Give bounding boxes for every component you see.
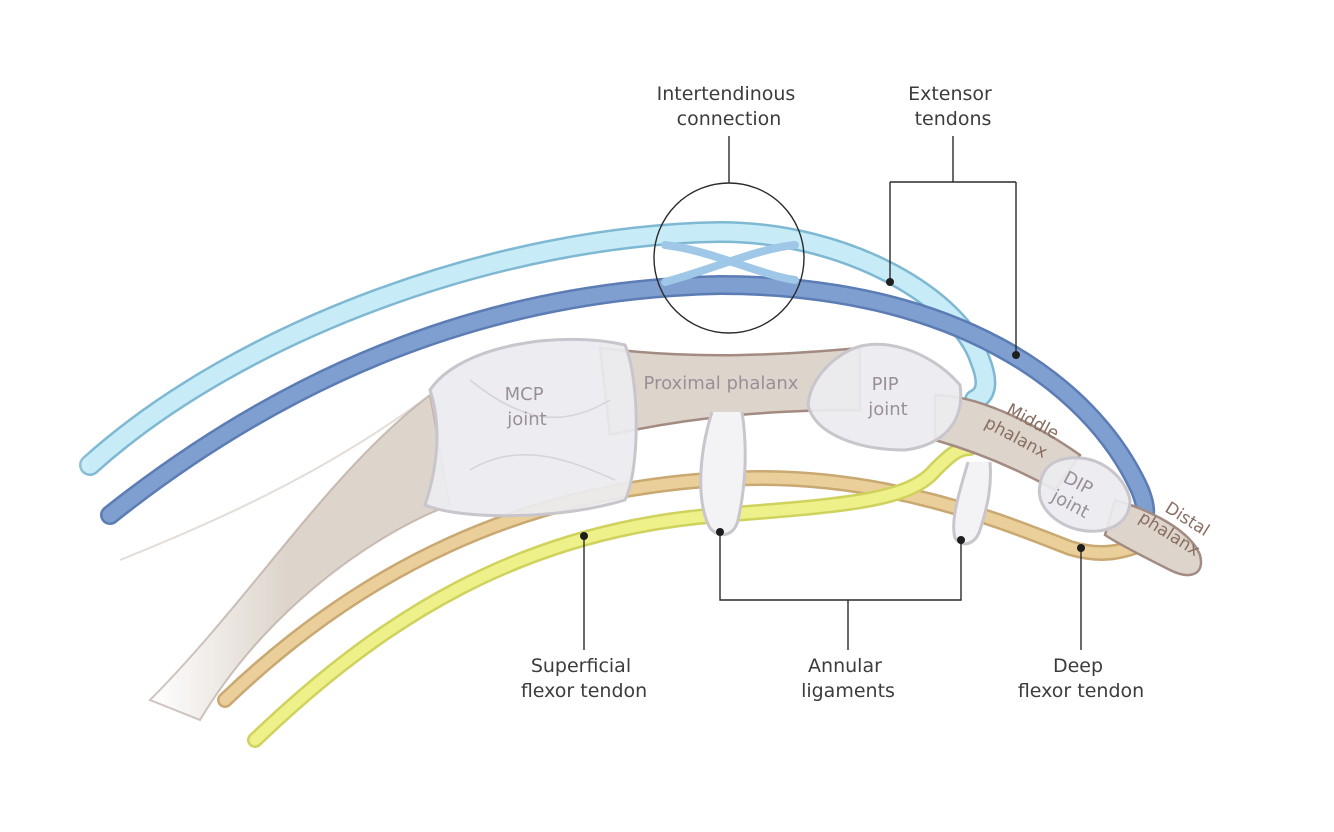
annular-ligament-proximal xyxy=(699,411,747,537)
label-pip-joint: PIP joint xyxy=(867,374,907,420)
mcp-joint-capsule xyxy=(423,337,638,518)
label-extensor: Extensor tendons xyxy=(908,83,998,130)
leader-extensor xyxy=(889,136,1017,355)
label-deep: Deep flexor tendon xyxy=(1018,655,1144,702)
label-intertendinous: Intertendinous connection xyxy=(657,83,802,130)
deep-pointer-dot xyxy=(1077,544,1085,552)
leader-annular xyxy=(719,532,962,650)
superficial-pointer-dot xyxy=(580,532,588,540)
dip-joint-capsule xyxy=(1037,456,1132,533)
label-superficial: Superficial flexor tendon xyxy=(521,655,647,702)
extensor-pointer-dot-1 xyxy=(886,278,894,286)
annular-pointer-dot-2 xyxy=(957,536,965,544)
distal-phalanx-bone xyxy=(1103,498,1203,577)
label-mcp-joint: MCP joint xyxy=(505,384,550,430)
annular-ligament-distal xyxy=(952,461,992,546)
annular-pointer-dot-1 xyxy=(716,528,724,536)
label-proximal-phalanx: Proximal phalanx xyxy=(644,373,799,394)
extensor-pointer-dot-2 xyxy=(1012,351,1020,359)
pip-joint-capsule xyxy=(806,342,963,452)
label-annular: Annular ligaments xyxy=(801,655,895,702)
intertendinous-band xyxy=(661,241,799,286)
